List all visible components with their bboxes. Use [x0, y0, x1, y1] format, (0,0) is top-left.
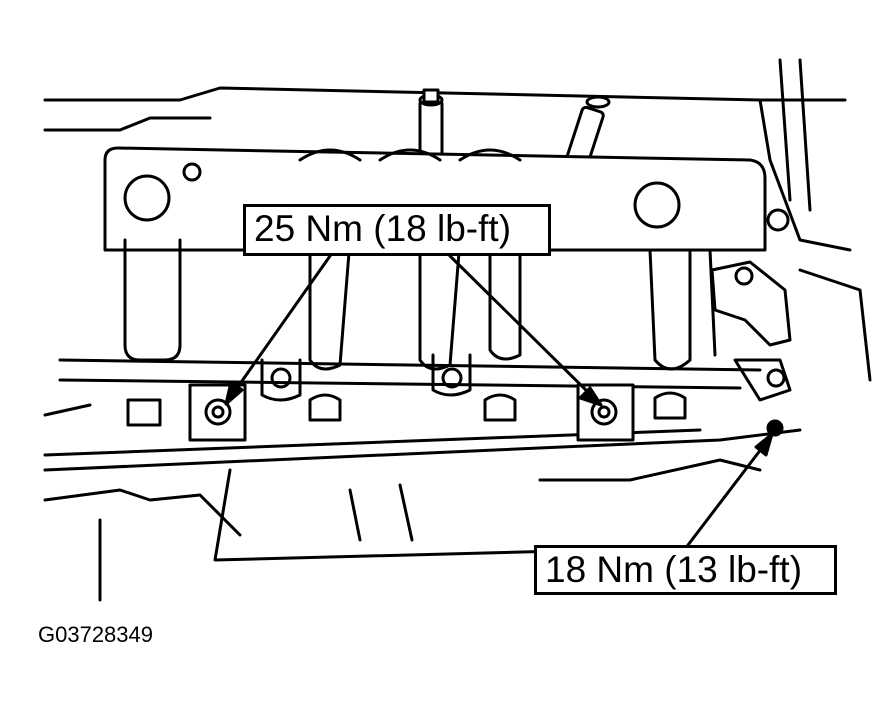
leader-arrows [224, 254, 774, 547]
fuel-rail [43, 358, 802, 472]
fuel-injectors [126, 391, 687, 427]
engine-lower-outline [43, 268, 872, 602]
right-bracket [710, 260, 792, 437]
torque-callout-bottom: 18 Nm (13 lb-ft) [534, 545, 837, 595]
engine-upper-outline [43, 58, 852, 252]
torque-callout-top: 25 Nm (18 lb-ft) [243, 204, 551, 256]
figure-id-label: G03728349 [38, 622, 153, 647]
intake-runners [123, 238, 717, 371]
